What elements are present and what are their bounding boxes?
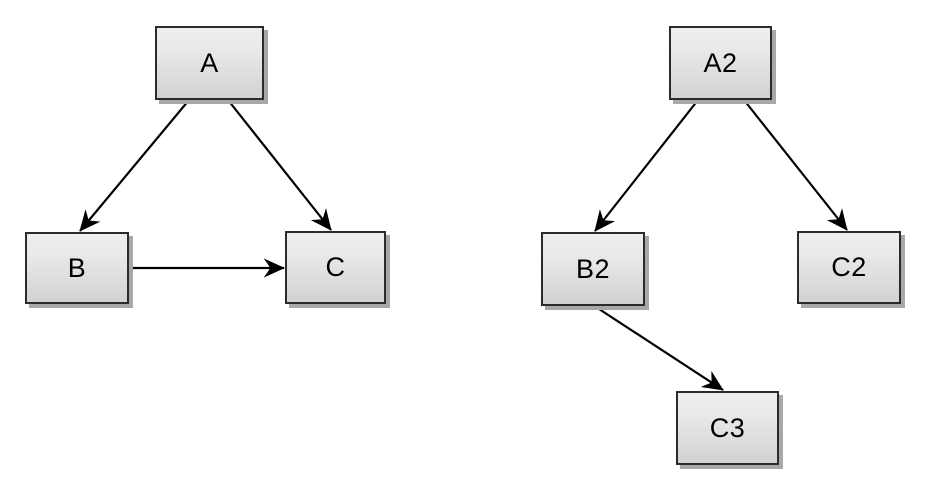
node-label-a: A (200, 47, 219, 78)
edge-a2-b2 (594, 99, 699, 232)
node-label-b: B (67, 252, 87, 283)
node-c[interactable]: C (285, 231, 386, 304)
node-b[interactable]: B (25, 232, 129, 304)
node-a2[interactable]: A2 (669, 26, 772, 100)
node-a[interactable]: A (155, 26, 264, 100)
node-label-c: C (325, 252, 346, 282)
edge-a-b (79, 99, 190, 232)
node-c2[interactable]: C2 (797, 231, 901, 304)
node-label-c2: C2 (831, 252, 867, 282)
node-label-c3: C3 (709, 412, 746, 443)
edge-b2-c3 (595, 306, 724, 391)
node-c3[interactable]: C3 (676, 391, 779, 465)
edges-group (79, 99, 848, 391)
edge-a-c (227, 99, 332, 231)
node-label-a2: A2 (703, 47, 738, 78)
node-b2[interactable]: B2 (541, 232, 645, 306)
node-label-b2: B2 (575, 253, 611, 284)
edge-a2-c2 (743, 99, 848, 231)
